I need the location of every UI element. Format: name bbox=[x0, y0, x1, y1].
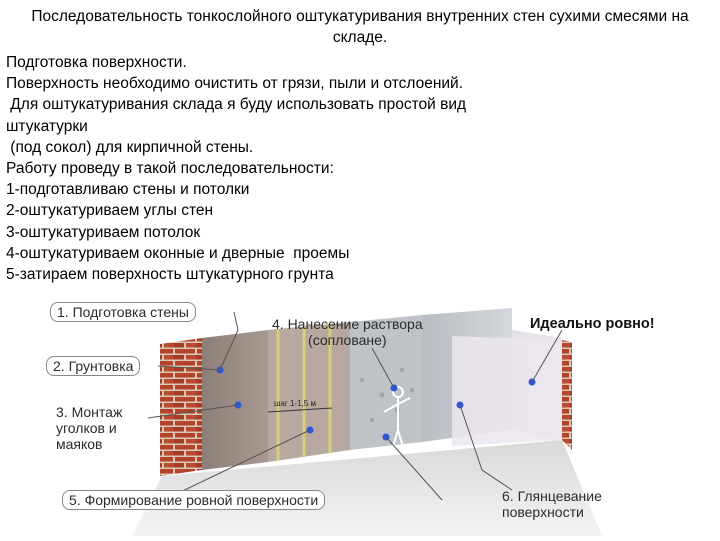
brick-edge-right bbox=[562, 340, 572, 450]
label-step6: 6. Глянцевание поверхности bbox=[502, 488, 602, 520]
label-step5: 5. Формирование ровной поверхности bbox=[62, 490, 326, 510]
body-line: Поверхность необходимо очистить от грязи… bbox=[6, 75, 464, 93]
body-line: 2-оштукатуриваем углы стен bbox=[6, 202, 214, 220]
step-size-label: шаг 1-1,5 м bbox=[274, 399, 316, 408]
label-step4-line: 4. Нанесение раствора bbox=[272, 316, 423, 332]
body-line: Для оштукатуривания склада я буду исполь… bbox=[6, 96, 467, 114]
label-step6-line: поверхности bbox=[502, 504, 584, 520]
body-line: 4-оштукатуриваем оконные и дверные проем… bbox=[6, 244, 350, 262]
brick-wall bbox=[160, 338, 202, 476]
primer-section bbox=[202, 330, 268, 470]
label-step6-line: 6. Глянцевание bbox=[502, 488, 602, 504]
body-line: (под сокол) для кирпичной стены. bbox=[6, 138, 254, 156]
plastering-diagram: шаг 1-1,5 м bbox=[132, 308, 602, 536]
label-perfect: Идеально ровно! bbox=[530, 316, 655, 332]
label-step3-line: маяков bbox=[56, 436, 103, 452]
body-line: Работу проведу в такой последовательност… bbox=[6, 160, 334, 178]
label-step3-line: 3. Монтаж bbox=[56, 404, 123, 420]
body-line: штукатурки bbox=[6, 117, 88, 135]
label-step3: 3. Монтаж уголков и маяков bbox=[56, 404, 122, 452]
finish-wall-front bbox=[452, 336, 562, 446]
mortar-section bbox=[350, 315, 422, 450]
floor bbox=[132, 440, 602, 536]
label-step4-line: (сопловане) bbox=[308, 332, 387, 348]
label-step2: 2. Грунтовка bbox=[46, 356, 141, 376]
body-line: 5-затираем поверхность штукатурного грун… bbox=[6, 266, 334, 284]
label-step3-line: уголков и bbox=[56, 420, 117, 436]
body-line: 1-подготавливаю стены и потолки bbox=[6, 181, 250, 199]
body-line: Подготовка поверхности. bbox=[6, 54, 187, 71]
body-text: Подготовка поверхности. Поверхность необ… bbox=[6, 52, 606, 285]
label-step1: 1. Подготовка стены bbox=[50, 302, 196, 322]
page-title: Последовательность тонкослойного оштукат… bbox=[31, 8, 689, 46]
body-line: 3-оштукатуриваем потолок bbox=[6, 223, 201, 241]
label-step4: 4. Нанесение раствора (сопловане) bbox=[272, 316, 423, 348]
worker-figure bbox=[383, 386, 411, 451]
plastering-illustration: шаг 1-1,5 м 1. Подготовка стены 2. Грунт… bbox=[42, 300, 702, 536]
